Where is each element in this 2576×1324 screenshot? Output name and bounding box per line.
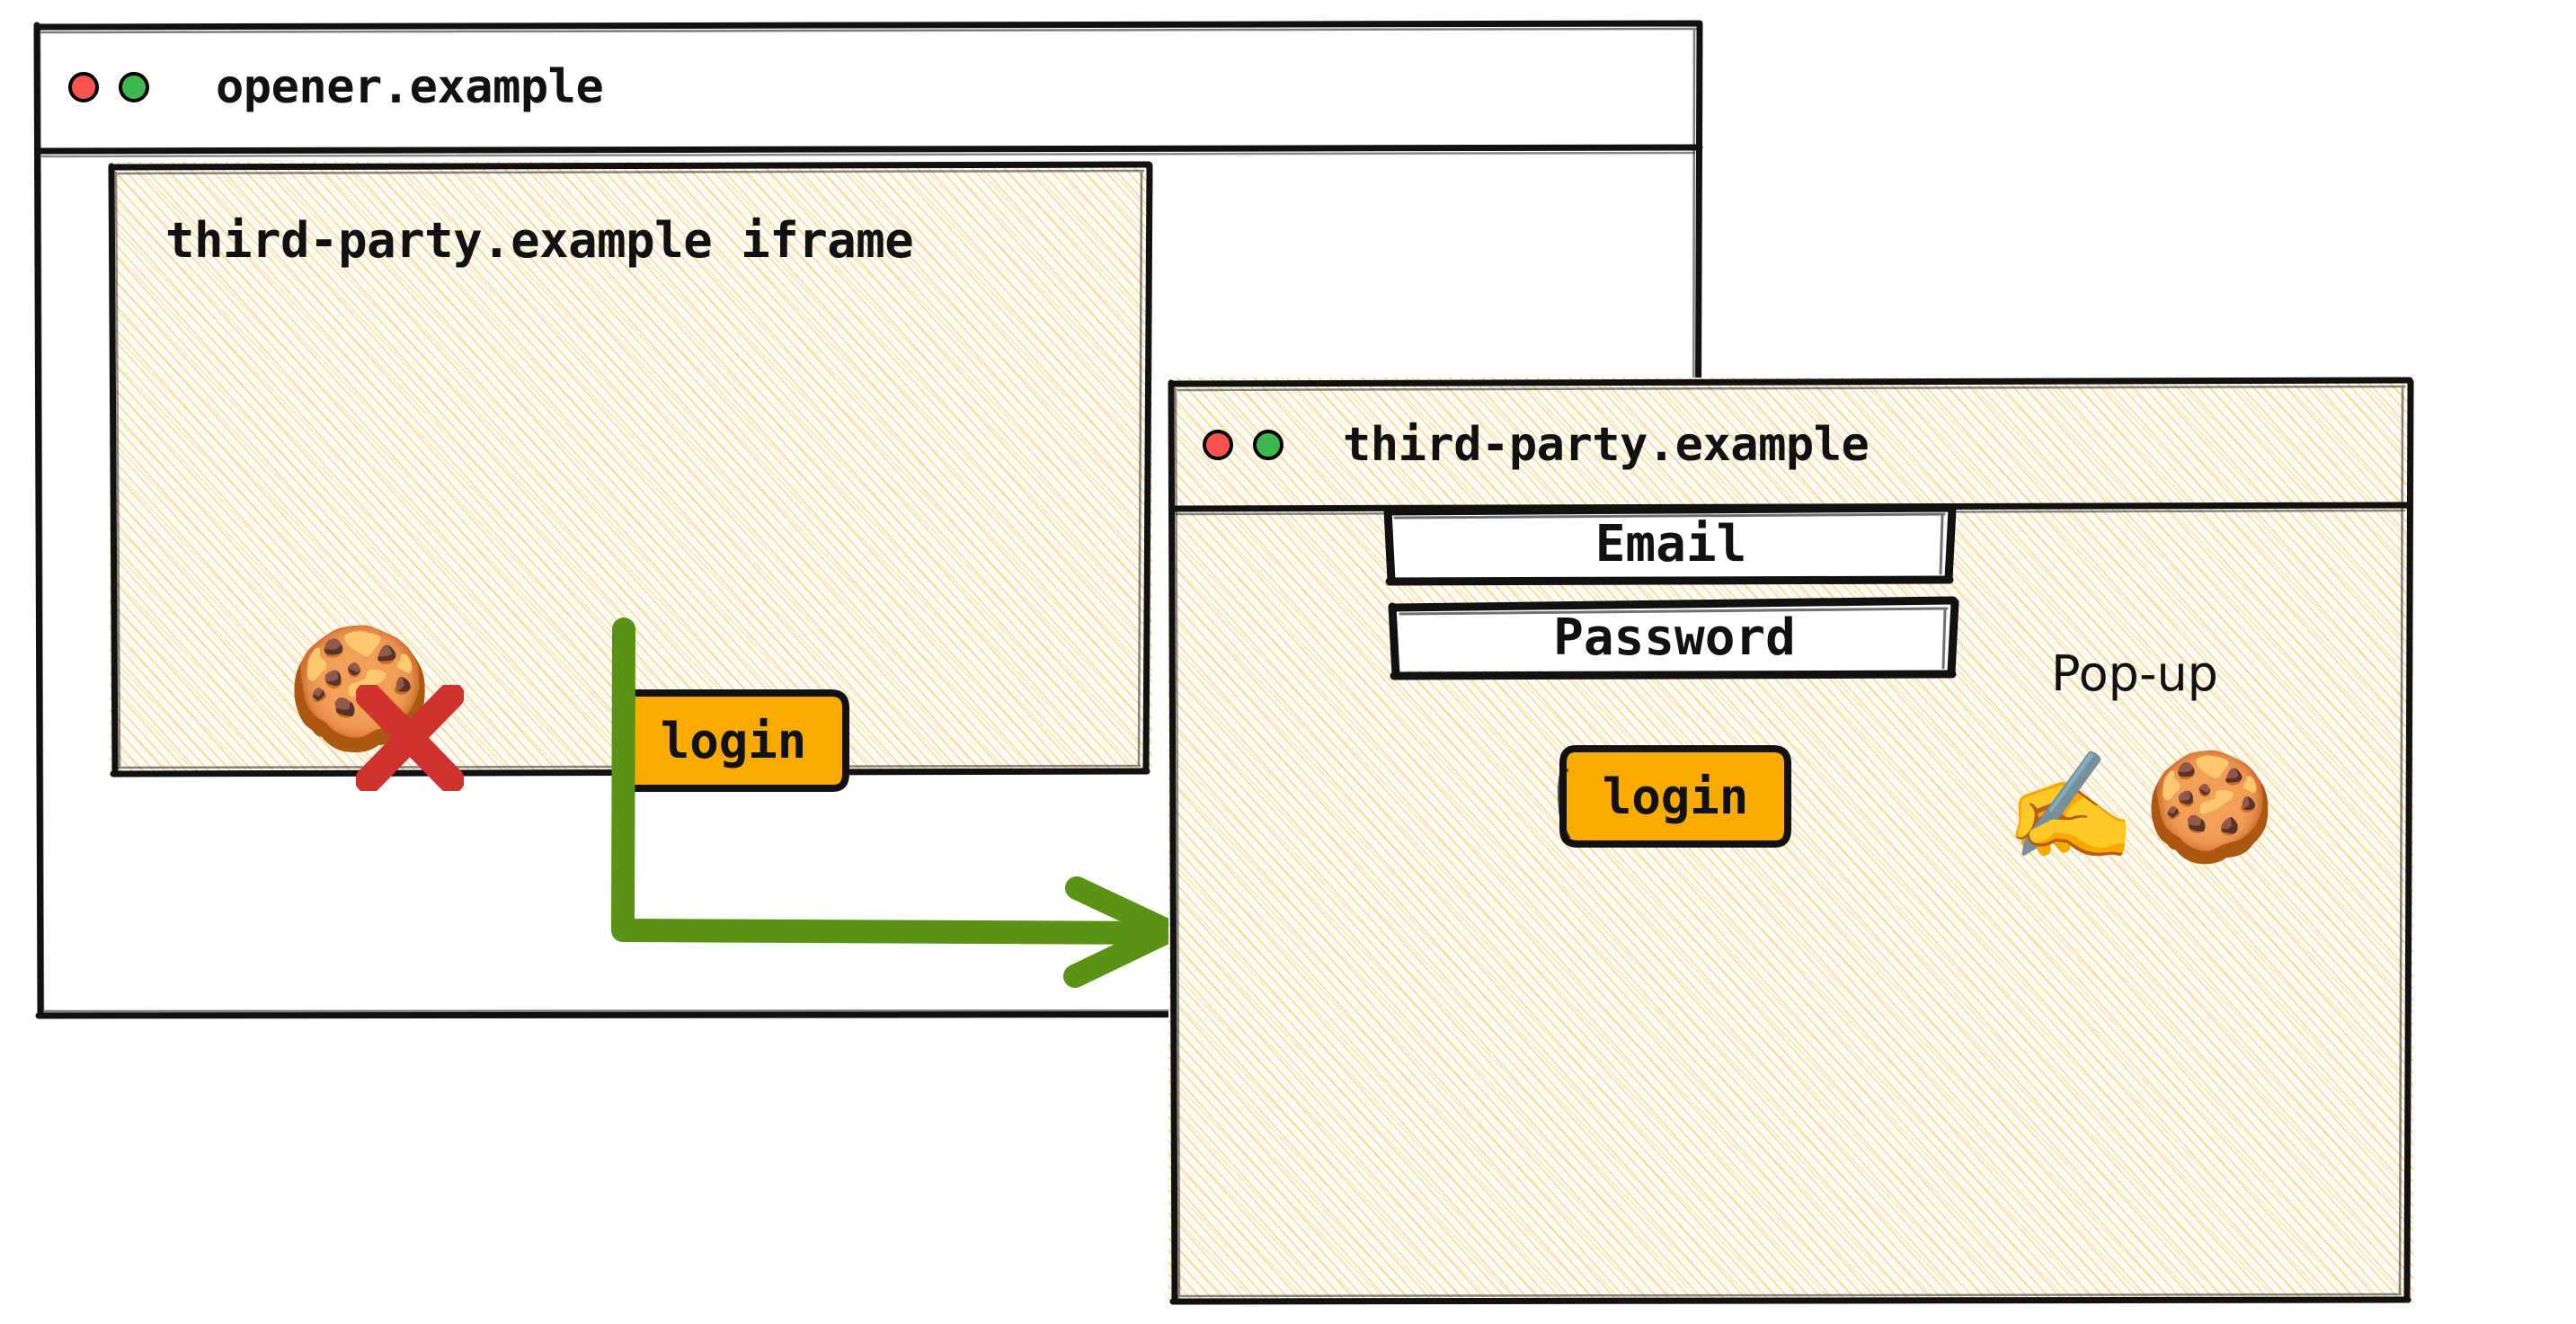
third-party-iframe-panel: third-party.example iframe 🍪 login — [108, 161, 1153, 792]
popup-login-button-label: login — [1602, 768, 1749, 825]
popup-browser-window: third-party.example Email — [1168, 377, 2414, 1305]
popup-traffic-lights — [1203, 430, 1284, 460]
blocked-cookie-group: 🍪 — [286, 629, 475, 809]
email-field[interactable]: Email — [1383, 503, 1957, 586]
password-field[interactable]: Password — [1388, 596, 1959, 680]
popup-titlebar: third-party.example — [1168, 378, 2413, 512]
opener-window-title: opener.example — [216, 60, 604, 114]
opener-traffic-lights — [68, 72, 149, 102]
cookie-icon: 🍪 — [2143, 744, 2276, 868]
popup-window-title: third-party.example — [1343, 418, 1870, 472]
maximize-dot-icon[interactable] — [119, 72, 149, 102]
maximize-dot-icon[interactable] — [1253, 430, 1284, 460]
email-field-label: Email — [1594, 514, 1747, 573]
writing-hand-icon: ✍️ — [2004, 744, 2136, 868]
close-dot-icon[interactable] — [1203, 430, 1233, 460]
close-dot-icon[interactable] — [68, 72, 99, 102]
iframe-login-button-label: login — [660, 712, 807, 769]
popup-content: Email Password login — [1168, 503, 2413, 1303]
iframe-title-label: third-party.example iframe — [165, 212, 914, 269]
popup-annotation-label: Pop-up — [2051, 645, 2218, 702]
popup-login-button[interactable]: login — [1557, 745, 1791, 848]
password-field-label: Password — [1553, 608, 1796, 667]
iframe-login-button[interactable]: login — [616, 689, 849, 792]
red-cross-icon — [356, 685, 464, 791]
opener-titlebar: opener.example — [34, 20, 1702, 155]
signin-cookie-group: ✍️ 🍪 — [2004, 753, 2276, 859]
